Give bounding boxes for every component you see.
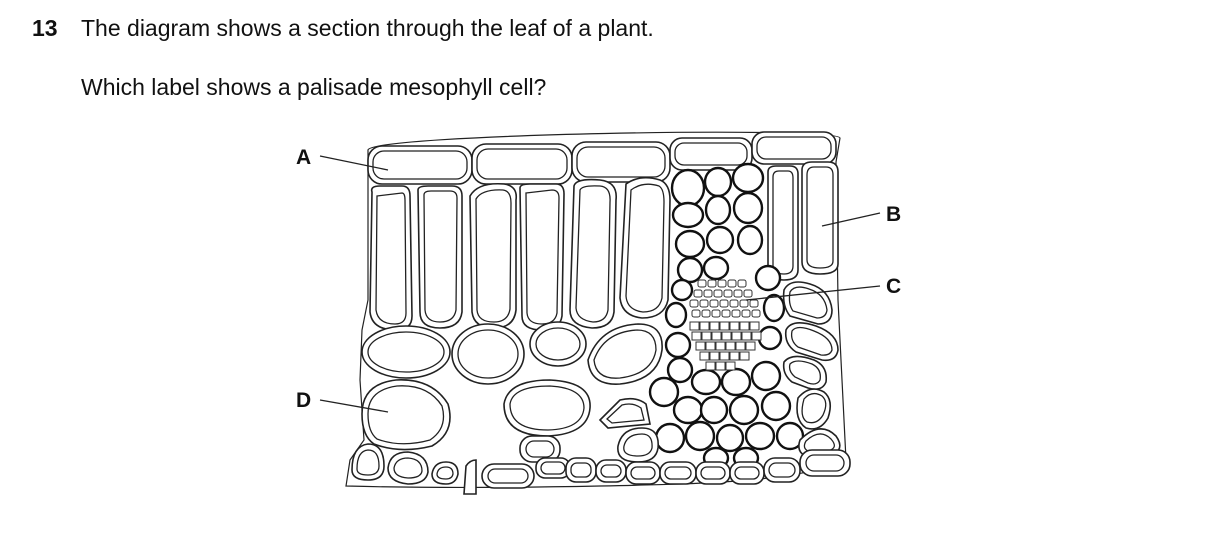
label-b: B (886, 203, 901, 226)
spongy-mesophyll (361, 281, 841, 463)
lower-epidermis (351, 435, 851, 495)
leader-line-b (821, 212, 881, 227)
xylem-phloem-cells (689, 279, 762, 371)
question-prompt: Which label shows a palisade mesophyll c… (81, 74, 547, 100)
label-a: A (296, 146, 311, 169)
leader-line-d (319, 399, 389, 413)
label-c: C (886, 275, 901, 298)
question-number: 13 (32, 15, 58, 41)
upper-epidermis (367, 131, 837, 185)
label-d: D (296, 389, 311, 412)
leader-line-a (319, 155, 389, 171)
vascular-bundle (648, 162, 805, 470)
leader-line-c (745, 285, 881, 301)
question-stem: The diagram shows a section through the … (81, 15, 654, 41)
